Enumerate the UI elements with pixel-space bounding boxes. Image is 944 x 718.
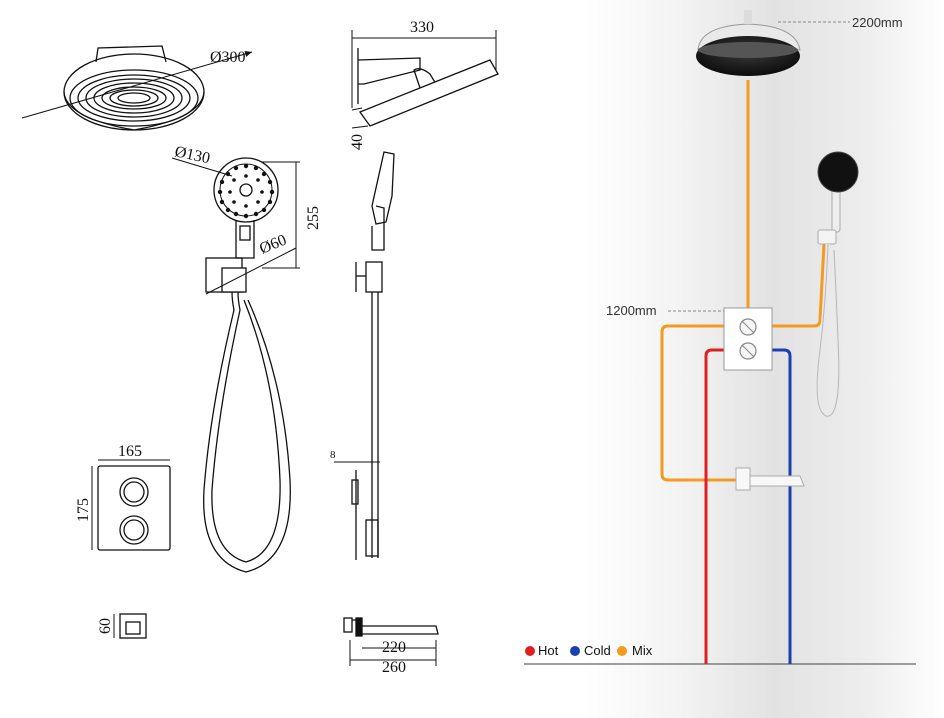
overhead-rain-head <box>696 10 801 76</box>
hand-shower-illustration <box>815 151 859 419</box>
hand-shower-nozzles <box>217 163 275 219</box>
valve-plate-illustration <box>723 307 773 371</box>
rain-head-diameter-label: Ø300 <box>210 49 246 66</box>
legend-dot-mix <box>617 646 627 656</box>
arm-height-label: 40 <box>349 134 366 150</box>
arm-length-label: 330 <box>410 19 434 36</box>
legend-dot-hot <box>525 646 535 656</box>
overhead-height-label: 2200mm <box>852 15 903 30</box>
legend-dot-cold <box>570 646 580 656</box>
rain-head-drawing <box>21 45 253 131</box>
legend-label-mix: Mix <box>632 643 653 658</box>
cold-pipe <box>764 348 792 664</box>
spout-illustration <box>735 467 805 491</box>
slide-rail-side-drawing <box>334 151 395 560</box>
valve-depth-label: 60 <box>97 618 114 634</box>
shower-arm-drawing <box>351 30 499 129</box>
hand-shower-drawing <box>171 157 300 573</box>
pipe-legend: Hot Cold Mix <box>525 643 653 658</box>
spout-inner-label: 220 <box>382 639 406 656</box>
spout-outer-label: 260 <box>382 659 406 676</box>
rail-offset-label: 8 <box>330 449 336 461</box>
valve-height-label: 175 <box>75 498 92 522</box>
spout-drawing <box>343 617 439 666</box>
legend-label-hot: Hot <box>538 643 559 658</box>
hand-length-label: 255 <box>305 206 322 230</box>
valve-height-mm-label: 1200mm <box>606 303 657 318</box>
valve-front-drawing <box>91 459 171 551</box>
hand-head-diameter-label: Ø130 <box>173 143 211 167</box>
valve-width-label: 165 <box>118 443 142 460</box>
legend-label-cold: Cold <box>584 643 611 658</box>
mix-pipes <box>660 80 826 482</box>
valve-side-drawing <box>113 613 147 639</box>
hot-pipe <box>704 348 734 664</box>
